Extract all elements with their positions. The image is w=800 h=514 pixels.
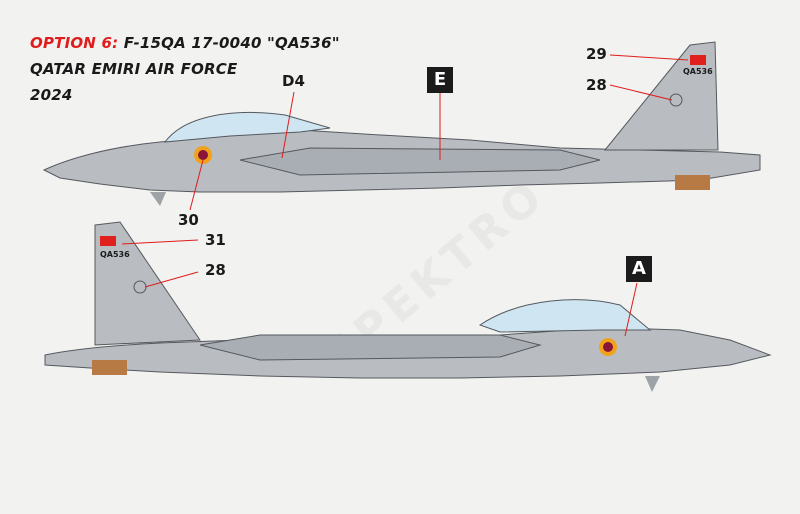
top-jet — [42, 41, 761, 211]
top-leader-28 — [609, 84, 673, 101]
top-roundel-center — [198, 150, 208, 160]
bottom-intake — [199, 334, 542, 361]
top-intake — [239, 147, 601, 176]
top-tail-code: QA536 — [683, 67, 713, 76]
callout-28-bottom: 28 — [205, 261, 226, 279]
box-label-a: A — [626, 256, 652, 282]
top-leader-30 — [189, 159, 204, 211]
option-label: OPTION 6: — [30, 34, 119, 52]
top-tail-flag — [690, 55, 706, 65]
year-label: 2024 — [30, 86, 73, 104]
bottom-vertical-tail — [94, 221, 201, 346]
callout-30-top: 30 — [178, 211, 199, 229]
bottom-canopy — [478, 299, 652, 333]
bottom-jet — [44, 221, 772, 392]
aircraft-designation: F-15QA 17-0040 "QA536" — [123, 34, 340, 52]
bottom-roundel-center — [603, 342, 613, 352]
operator-name: QATAR EMIRI AIR FORCE — [30, 60, 238, 78]
top-leader-29 — [609, 54, 689, 61]
callout-28-top: 28 — [586, 76, 607, 94]
bottom-tail-flag — [100, 236, 116, 246]
bottom-leader-28 — [144, 271, 199, 288]
top-vertical-tail — [603, 41, 719, 151]
callout-29-top: 29 — [586, 45, 607, 63]
bottom-leader-31 — [121, 239, 199, 245]
option-title: OPTION 6: F-15QA 17-0040 "QA536" — [30, 34, 340, 52]
bottom-leader-a — [624, 282, 638, 337]
callout-d4-top: D4 — [282, 72, 305, 90]
bottom-tail-code: QA536 — [100, 250, 130, 259]
top-nozzle — [675, 175, 710, 190]
top-leader-d4 — [281, 91, 295, 159]
top-store — [150, 192, 166, 206]
box-label-e: E — [427, 67, 453, 93]
bottom-store — [645, 376, 660, 392]
callout-31-bottom: 31 — [205, 231, 226, 249]
bottom-nozzle — [92, 360, 127, 375]
